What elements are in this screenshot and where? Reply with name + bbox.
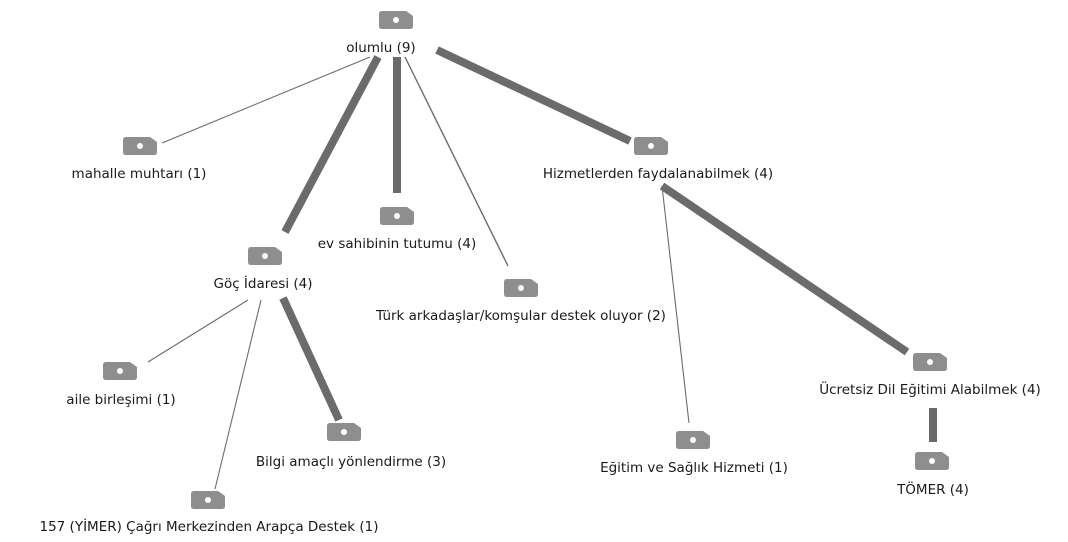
tag-hole-icon [929, 458, 935, 464]
tag-hole-icon [394, 213, 400, 219]
edge-root-turk [404, 56, 509, 267]
node-label: Türk arkadaşlar/komşular destek oluyor (… [375, 308, 666, 324]
node-label: 157 (YİMER) Çağrı Merkezinden Arapça Des… [40, 517, 379, 535]
edge-goc-bilgi [279, 296, 343, 422]
tag-hole-icon [927, 359, 933, 365]
edge-hizmet-dil [659, 182, 910, 356]
tag-hole-icon [117, 368, 123, 374]
node-yimer[interactable]: 157 (YİMER) Çağrı Merkezinden Arapça Des… [40, 491, 379, 535]
edges-layer [147, 46, 937, 490]
node-label: aile birleşimi (1) [66, 392, 175, 408]
node-label: Eğitim ve Sağlık Hizmeti (1) [600, 460, 788, 476]
node-tomer[interactable]: TÖMER (4) [896, 452, 969, 498]
edge-goc-aile [147, 299, 249, 363]
node-root[interactable]: olumlu (9) [346, 11, 416, 56]
edge-root-muhtar [161, 56, 371, 144]
node-label: mahalle muhtarı (1) [72, 166, 207, 182]
tag-hole-icon [137, 143, 143, 149]
node-label: Göç İdaresi (4) [213, 274, 312, 292]
node-dil[interactable]: Ücretsiz Dil Eğitimi Alabilmek (4) [819, 353, 1041, 398]
tag-hole-icon [648, 143, 654, 149]
node-label: olumlu (9) [346, 40, 415, 56]
node-aile[interactable]: aile birleşimi (1) [66, 362, 176, 408]
tag-hole-icon [205, 497, 211, 503]
node-ev[interactable]: ev sahibinin tutumu (4) [318, 207, 477, 252]
node-turk[interactable]: Türk arkadaşlar/komşular destek oluyor (… [375, 279, 666, 324]
node-label: ev sahibinin tutumu (4) [318, 236, 477, 252]
node-label: Bilgi amaçlı yönlendirme (3) [256, 454, 446, 470]
tag-hole-icon [518, 285, 524, 291]
node-muhtar[interactable]: mahalle muhtarı (1) [72, 137, 207, 182]
edge-root-hizmet [435, 46, 632, 145]
nodes-layer: olumlu (9) mahalle muhtarı (1) ev sahibini… [40, 11, 1041, 535]
node-label: Ücretsiz Dil Eğitimi Alabilmek (4) [819, 380, 1041, 398]
tag-hole-icon [690, 437, 696, 443]
tag-hole-icon [393, 17, 399, 23]
node-egitim[interactable]: Eğitim ve Sağlık Hizmeti (1) [600, 431, 788, 476]
edge-hizmet-egitim [661, 185, 690, 424]
node-hizmet[interactable]: Hizmetlerden faydalanabilmek (4) [543, 137, 773, 182]
node-goc[interactable]: Göç İdaresi (4) [213, 247, 313, 292]
edge-root-goc [281, 55, 382, 234]
edge-goc-yimer [214, 299, 262, 490]
node-label: Hizmetlerden faydalanabilmek (4) [543, 166, 773, 182]
node-label: TÖMER (4) [896, 480, 969, 498]
node-bilgi[interactable]: Bilgi amaçlı yönlendirme (3) [256, 423, 446, 470]
tag-hole-icon [262, 253, 268, 259]
tag-hole-icon [341, 429, 347, 435]
